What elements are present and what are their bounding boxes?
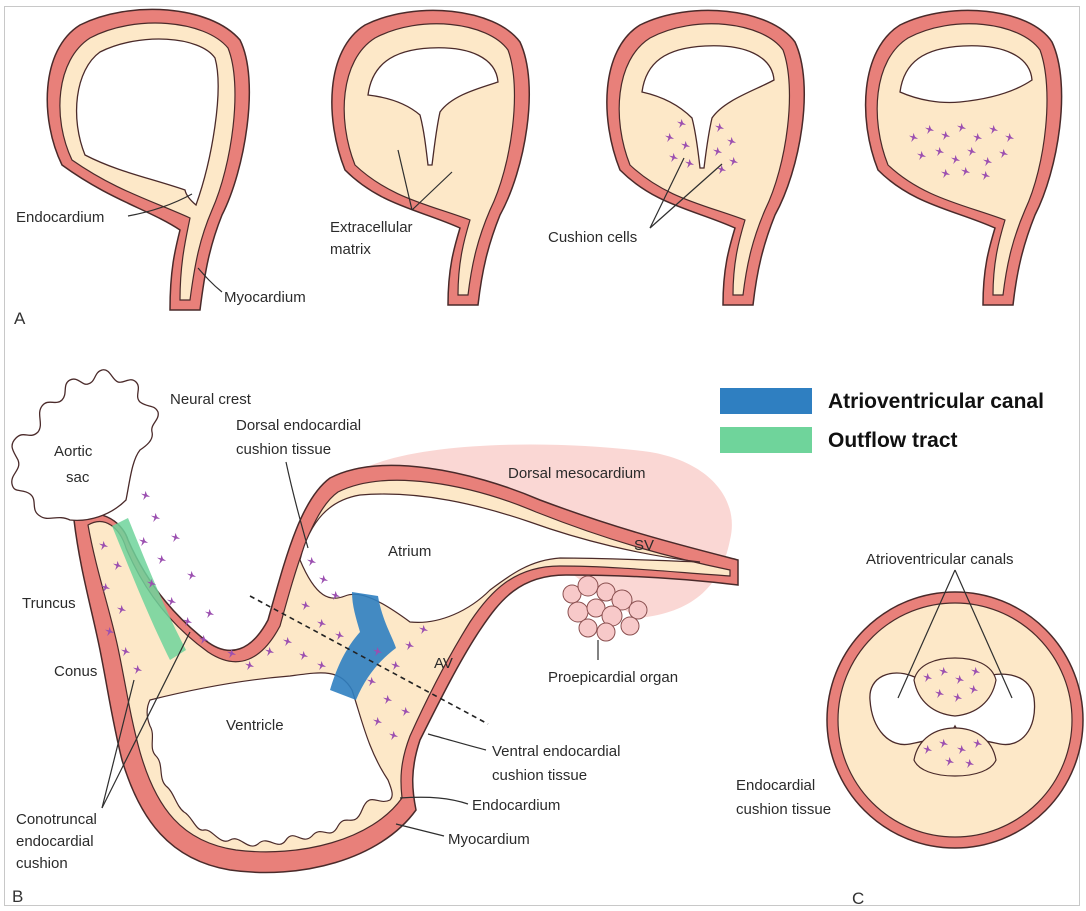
label-extracellular-2: matrix [330, 241, 371, 258]
label-dorsal-cushion-2: cushion tissue [236, 441, 331, 458]
label-av-canals: Atrioventricular canals [866, 551, 1014, 568]
label-conotruncal-1: Conotruncal [16, 811, 97, 828]
label-neural-crest: Neural crest [170, 391, 252, 408]
label-dorsal-cushion-1: Dorsal endocardial [236, 417, 361, 434]
label-truncus: Truncus [22, 595, 76, 612]
label-conus: Conus [54, 663, 97, 680]
label-endocardial-c-1: Endocardial [736, 777, 815, 794]
label-aortic-2: sac [66, 469, 90, 486]
myocardium-leader-b [396, 824, 444, 836]
label-ventricle: Ventricle [226, 717, 284, 734]
legend: Atrioventricular canal Outflow tract [720, 388, 1044, 453]
ventral-cushion-leader [428, 734, 486, 750]
label-atrium: Atrium [388, 543, 431, 560]
label-myocardium-b: Myocardium [448, 831, 530, 848]
label-av: AV [434, 655, 453, 672]
panel-a-stage-3 [607, 10, 804, 305]
label-extracellular-1: Extracellular [330, 219, 413, 236]
label-endocardial-c-2: cushion tissue [736, 801, 831, 818]
label-myocardium-a: Myocardium [224, 289, 306, 306]
label-conotruncal-3: cushion [16, 855, 68, 872]
legend-swatch-av-canal [720, 388, 812, 414]
label-proepicardial: Proepicardial organ [548, 669, 678, 686]
panel-letter-c: C [852, 889, 864, 908]
label-endocardium-a: Endocardium [16, 209, 104, 226]
label-aortic-1: Aortic [54, 443, 93, 460]
panel-b: Neural crest Aortic sac Dorsal endocardi… [12, 370, 738, 906]
panel-a-stage-4 [866, 10, 1062, 305]
panel-a: Endocardium Myocardium Extracellular mat… [14, 9, 1062, 328]
panel-a-stage-1 [47, 9, 249, 310]
label-conotruncal-2: endocardial [16, 833, 94, 850]
label-ventral-cushion-2: cushion tissue [492, 767, 587, 784]
legend-label-av-canal: Atrioventricular canal [828, 390, 1044, 413]
legend-label-outflow: Outflow tract [828, 429, 958, 452]
label-endocardium-b: Endocardium [472, 797, 560, 814]
panel-a-stage-2 [332, 10, 529, 305]
label-dorsal-mesocardium: Dorsal mesocardium [508, 465, 646, 482]
label-sv: SV [634, 537, 654, 554]
panel-c: Atrioventricular canals Endocardial cush… [736, 551, 1083, 908]
legend-swatch-outflow [720, 427, 812, 453]
label-cushion-cells: Cushion cells [548, 229, 637, 246]
panel-letter-a: A [14, 309, 26, 328]
panel-letter-b: B [12, 887, 23, 906]
label-ventral-cushion-1: Ventral endocardial [492, 743, 620, 760]
